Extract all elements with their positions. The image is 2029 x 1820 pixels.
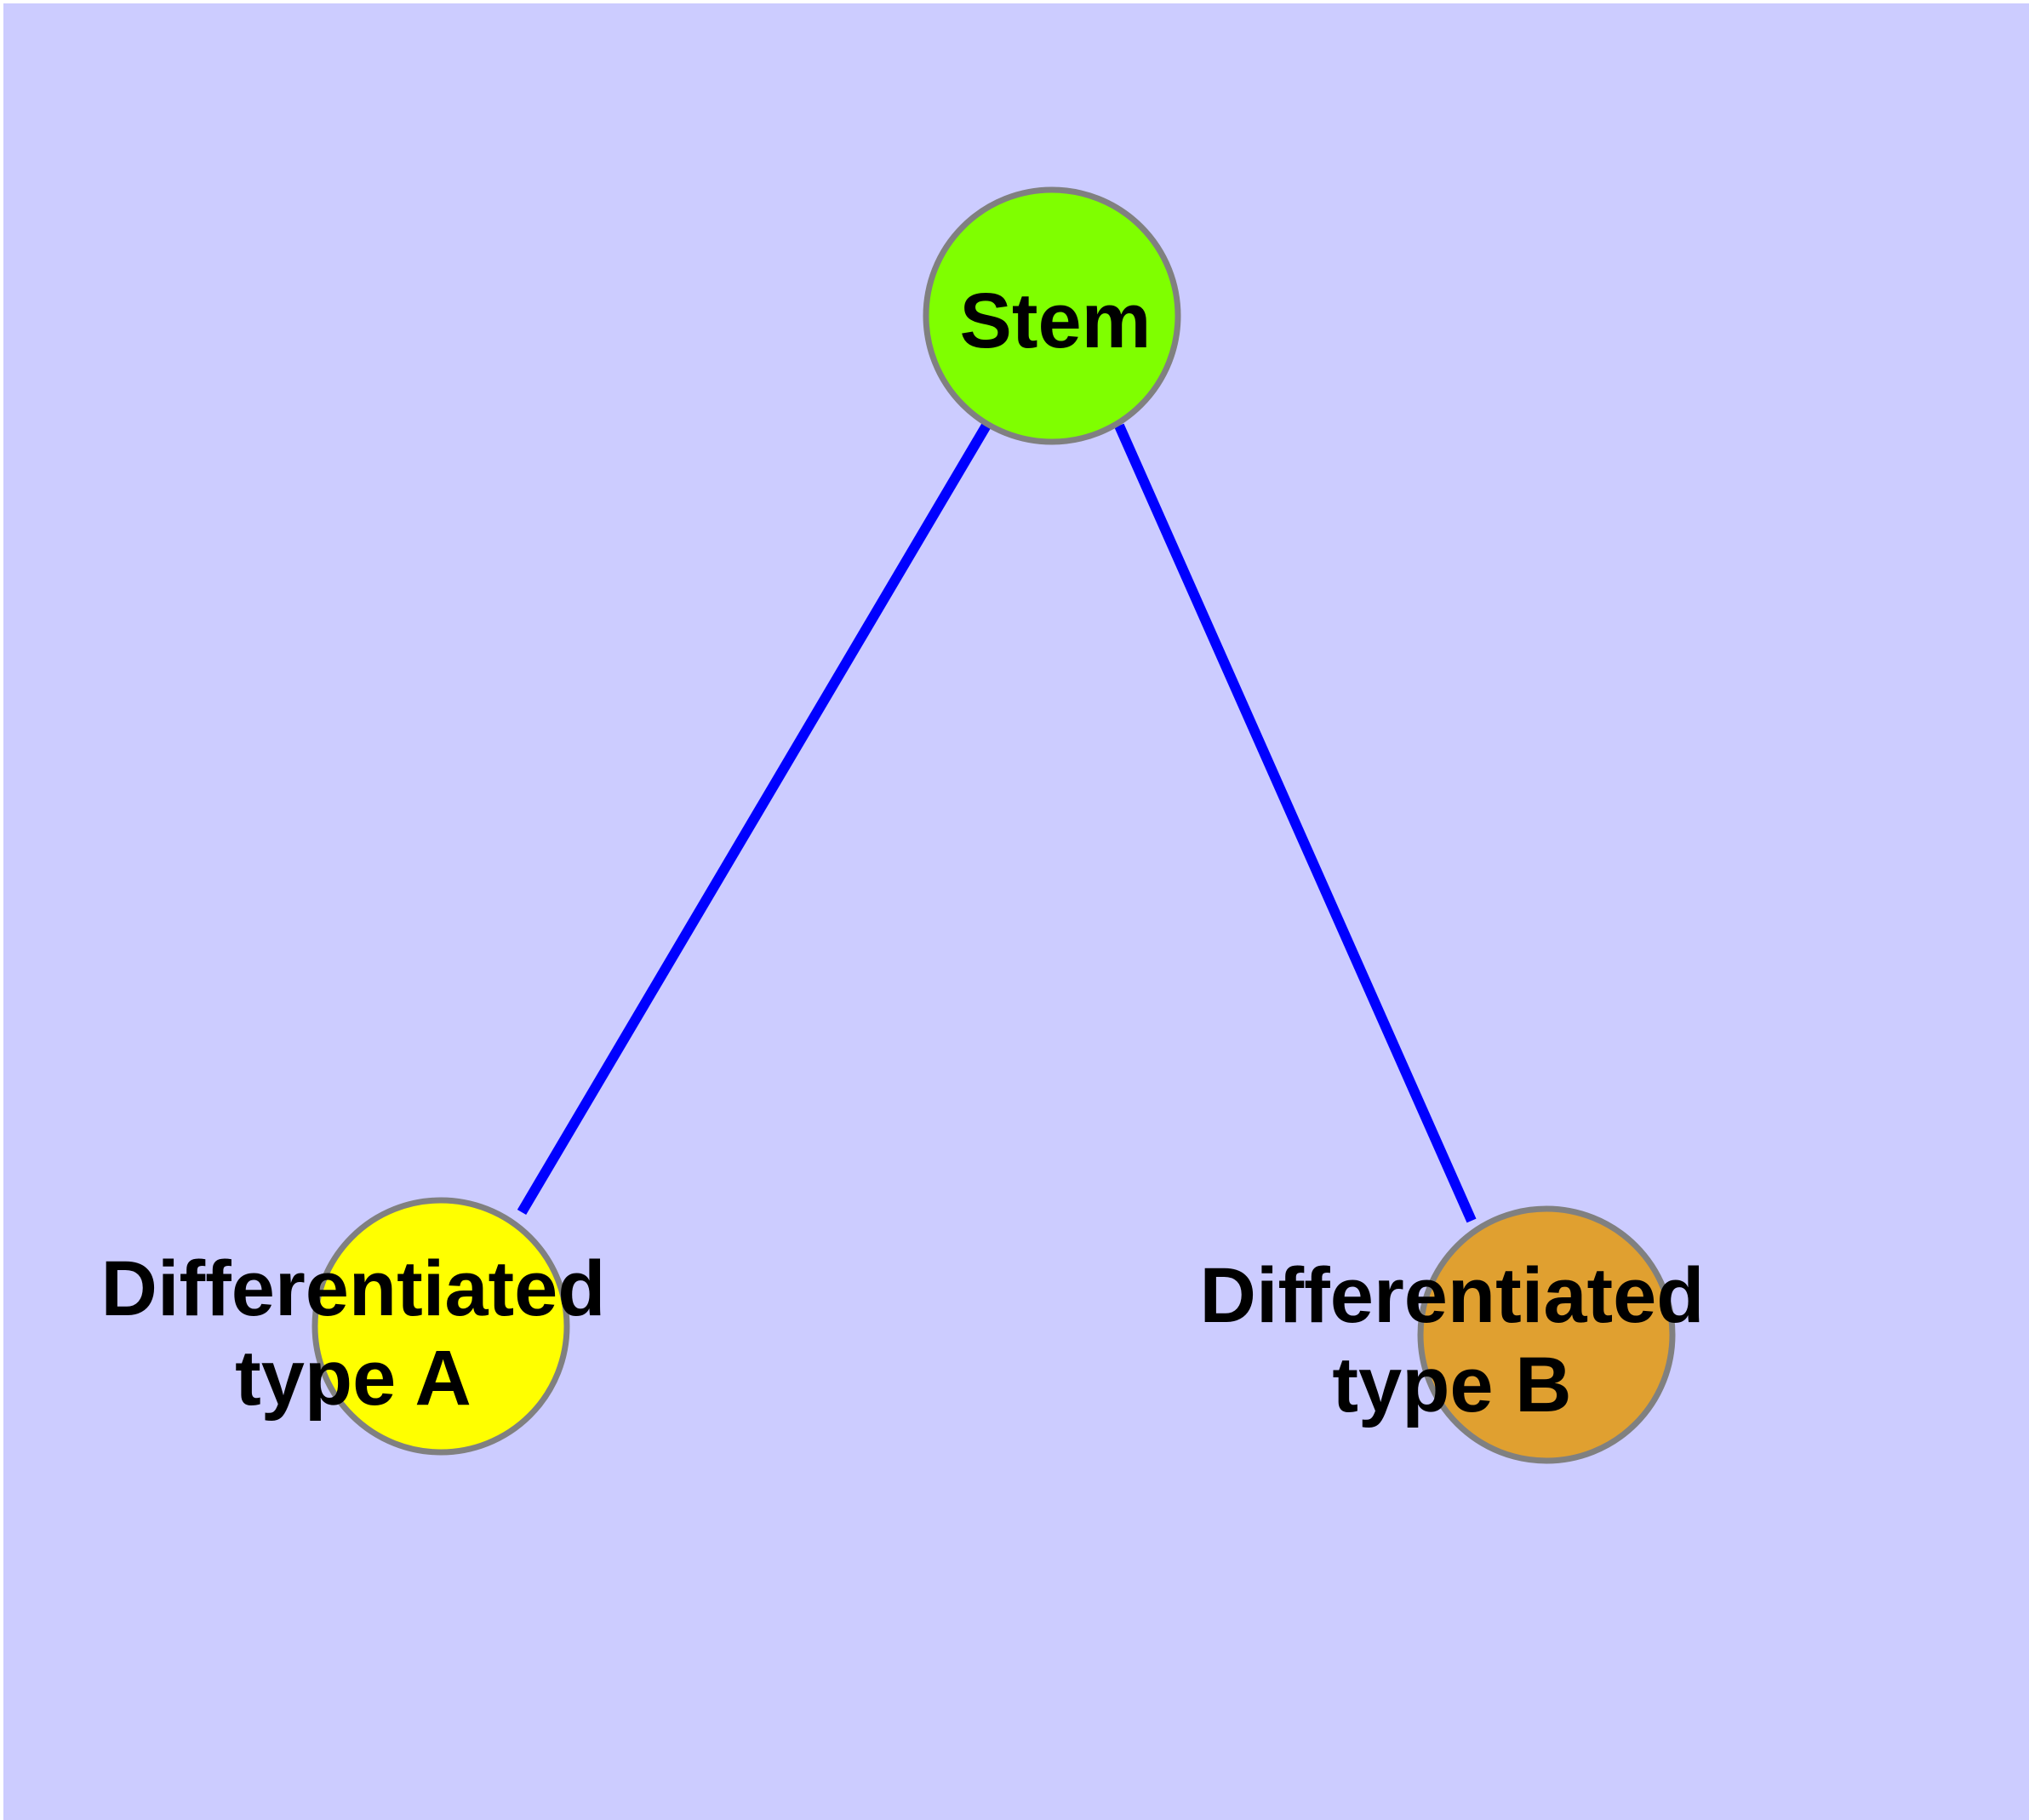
- node-stem[interactable]: [923, 186, 1181, 445]
- node-differentiated-type-b[interactable]: [1417, 1205, 1676, 1464]
- node-label-line: Differentiated: [1200, 1252, 1705, 1339]
- node-differentiated-type-a[interactable]: [311, 1197, 570, 1456]
- edges-group: [517, 421, 1477, 1223]
- node-label-line: type A: [235, 1335, 472, 1422]
- node-label-line: Differentiated: [101, 1245, 606, 1332]
- node-label-line: Stem: [960, 278, 1152, 364]
- edge-stem-to-differentiated-type-a[interactable]: [517, 421, 992, 1216]
- node-label-stem: Stem: [960, 278, 1152, 364]
- nodes-group: [311, 186, 1676, 1464]
- edge-stem-to-differentiated-type-b[interactable]: [1114, 423, 1477, 1223]
- node-label-line: type B: [1332, 1342, 1571, 1428]
